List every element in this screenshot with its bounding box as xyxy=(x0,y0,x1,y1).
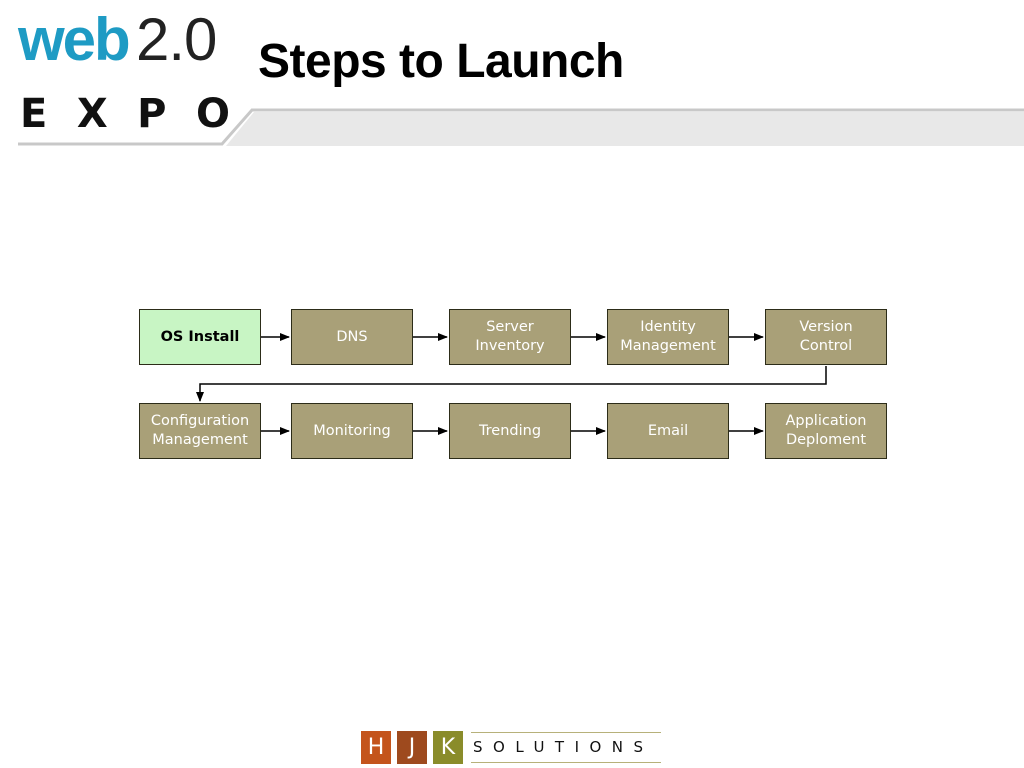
logo-version: 2.0 xyxy=(136,6,217,73)
hjk-solutions-logo: H J K SOLUTIONS xyxy=(361,731,661,765)
step-trending: Trending xyxy=(449,403,571,459)
logo-letter-box: J xyxy=(397,731,427,764)
logo-letter-box: H xyxy=(361,731,391,764)
step-application-deploment: Application Deploment xyxy=(765,403,887,459)
step-identity-management: Identity Management xyxy=(607,309,729,365)
logo-expo-letter: P xyxy=(137,91,167,137)
logo-word: SOLUTIONS xyxy=(473,738,654,756)
step-email: Email xyxy=(607,403,729,459)
logo-rule xyxy=(471,732,661,733)
logo-expo-letter: O xyxy=(195,91,230,137)
logo-expo: E X P O xyxy=(20,94,230,134)
logo-word: web xyxy=(18,6,131,73)
step-server-inventory: Server Inventory xyxy=(449,309,571,365)
flow-wrap-connector xyxy=(196,366,827,402)
step-configuration-management: Configuration Management xyxy=(139,403,261,459)
step-dns: DNS xyxy=(291,309,413,365)
step-monitoring: Monitoring xyxy=(291,403,413,459)
logo-rule xyxy=(471,762,661,763)
slide-header: web 2.0 E X P O Steps to Launch xyxy=(0,0,1024,150)
logo-letter-box: K xyxy=(433,731,463,764)
logo-expo-letter: X xyxy=(76,91,108,137)
header-band xyxy=(18,108,1024,146)
logo-expo-letter: E xyxy=(20,91,48,137)
step-os-install: OS Install xyxy=(139,309,261,365)
web20-expo-logo: web 2.0 E X P O xyxy=(18,10,230,135)
step-version-control: Version Control xyxy=(765,309,887,365)
page-title: Steps to Launch xyxy=(258,35,624,88)
